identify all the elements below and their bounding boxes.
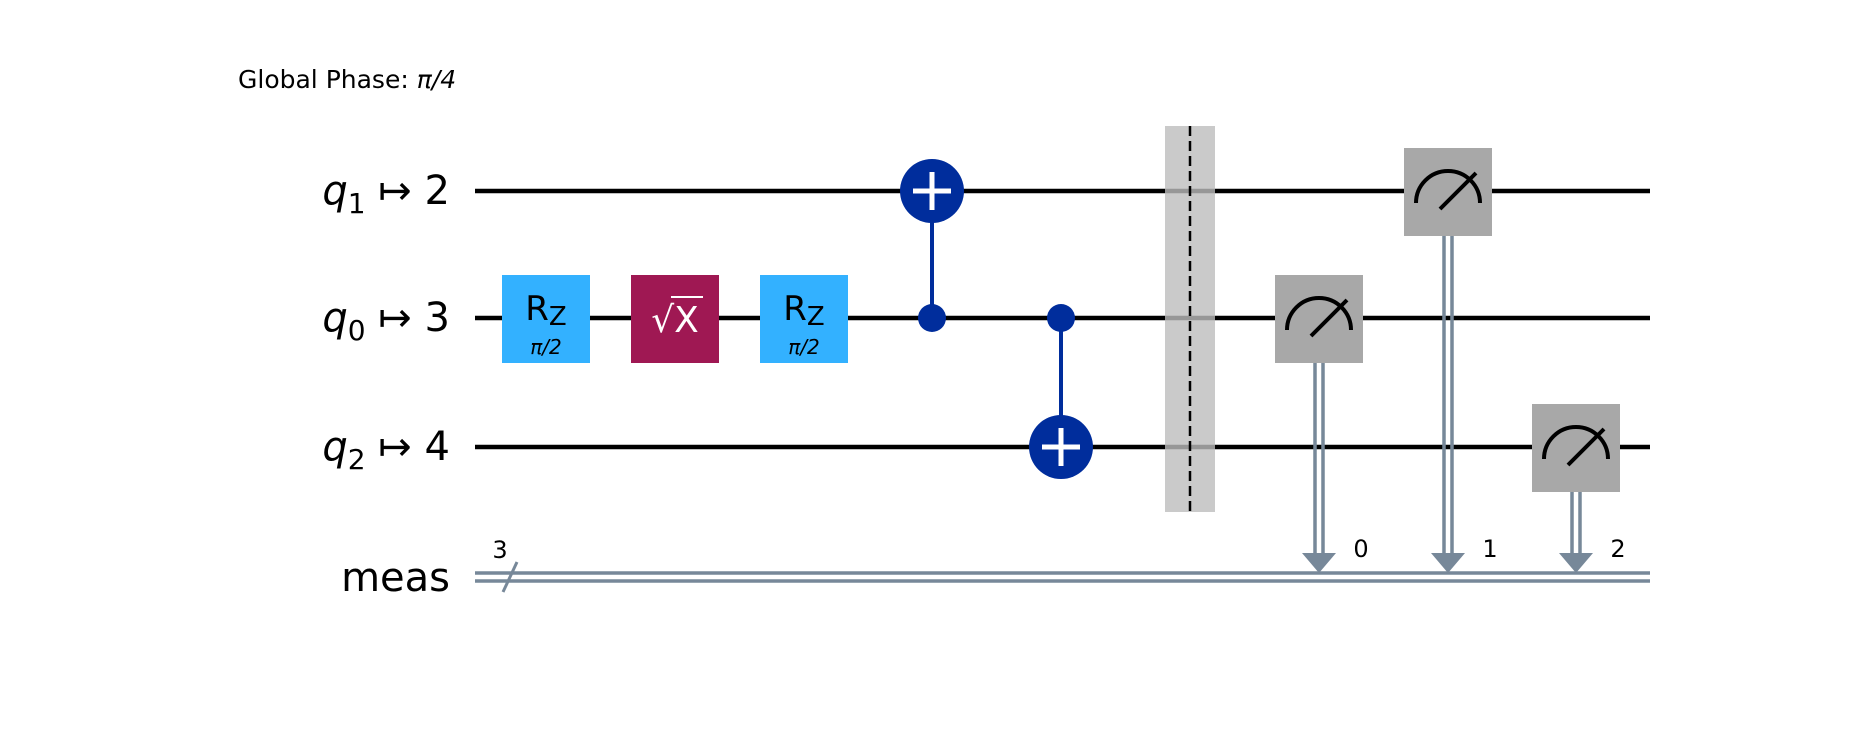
qubit-name: q: [322, 424, 347, 470]
physical-qubit: 4: [425, 424, 450, 470]
meter-icon: [1542, 425, 1610, 460]
qubit-name: q: [322, 168, 347, 214]
qubit-name: q: [322, 295, 347, 341]
mapping-arrow: ↦: [366, 168, 425, 214]
physical-qubit: 2: [425, 168, 450, 214]
clbit-index: 0: [1353, 535, 1368, 563]
meter-needle: [1309, 298, 1349, 338]
rz-gate-param: π/2: [788, 335, 820, 359]
rz-gate-label: RZ: [783, 289, 824, 332]
sx-gate-label: √X: [651, 300, 699, 341]
physical-qubit: 3: [425, 295, 450, 341]
qubit-index: 0: [348, 314, 366, 347]
qubit-index: 1: [348, 187, 366, 220]
meter-needle: [1438, 171, 1478, 211]
classical-register-label: meas: [341, 555, 450, 601]
bus-slash: [501, 561, 519, 593]
arrow-down-icon: [1302, 553, 1336, 573]
control-dot: [918, 304, 946, 332]
meter-icon: [1285, 296, 1353, 331]
meter-icon: [1414, 169, 1482, 204]
clbit-index: 2: [1610, 535, 1625, 563]
mapping-arrow: ↦: [366, 424, 425, 470]
control-dot: [1047, 304, 1075, 332]
meter-needle: [1566, 427, 1606, 467]
arrow-down-icon: [1431, 553, 1465, 573]
qubit-index: 2: [348, 443, 366, 476]
register-size: 3: [492, 536, 507, 564]
clbit-index: 1: [1482, 535, 1497, 563]
barrier: [1165, 126, 1215, 512]
qubit-label: q1 ↦ 2: [322, 168, 450, 220]
mapping-arrow: ↦: [366, 295, 425, 341]
sx-gate: [631, 275, 719, 363]
qubit-label: q0 ↦ 3: [322, 295, 450, 347]
global-phase-label: Global Phase: π/4: [238, 65, 456, 94]
rz-gate-param: π/2: [530, 335, 562, 359]
arrow-down-icon: [1559, 553, 1593, 573]
rz-gate: [760, 275, 848, 363]
qubit-label: q2 ↦ 4: [322, 424, 450, 476]
rz-gate-label: RZ: [525, 289, 566, 332]
rz-gate: [502, 275, 590, 363]
